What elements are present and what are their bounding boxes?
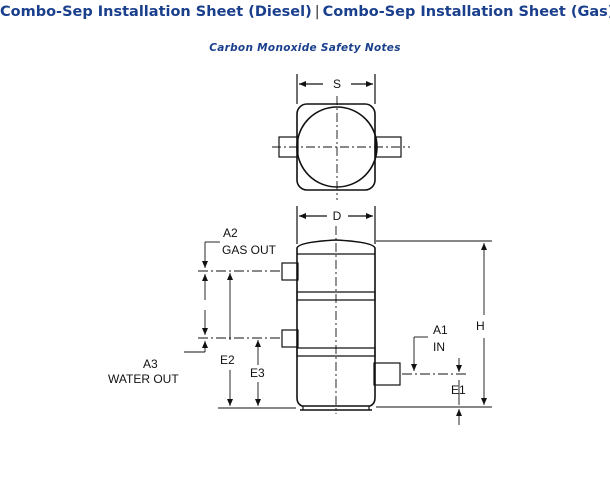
label-a3: A3 [143, 357, 158, 371]
diesel-installation-sheet-link[interactable]: Combo-Sep Installation Sheet (Diesel) [0, 4, 312, 20]
left-dimensions [184, 241, 296, 409]
link-separator: | [314, 4, 320, 20]
label-h: H [476, 319, 485, 333]
top-view [272, 74, 410, 200]
carbon-monoxide-safety-link[interactable]: Carbon Monoxide Safety Notes [209, 42, 401, 54]
document-links: Combo-Sep Installation Sheet (Diesel)|Co… [0, 4, 610, 20]
label-e1: E1 [451, 383, 466, 397]
safety-notes-row: Carbon Monoxide Safety Notes [0, 36, 610, 55]
side-view [281, 206, 401, 414]
label-e3: E3 [250, 366, 265, 380]
right-dimensions [376, 240, 492, 425]
label-e2: E2 [220, 353, 235, 367]
label-d: D [333, 209, 342, 223]
label-gas-out: GAS OUT [222, 243, 277, 257]
label-water-out: WATER OUT [108, 372, 179, 386]
label-a2: A2 [223, 226, 238, 240]
label-a1: A1 [433, 323, 448, 337]
label-s: S [333, 77, 341, 91]
label-in: IN [433, 340, 445, 354]
gas-installation-sheet-link[interactable]: Combo-Sep Installation Sheet (Gas) [322, 4, 610, 20]
